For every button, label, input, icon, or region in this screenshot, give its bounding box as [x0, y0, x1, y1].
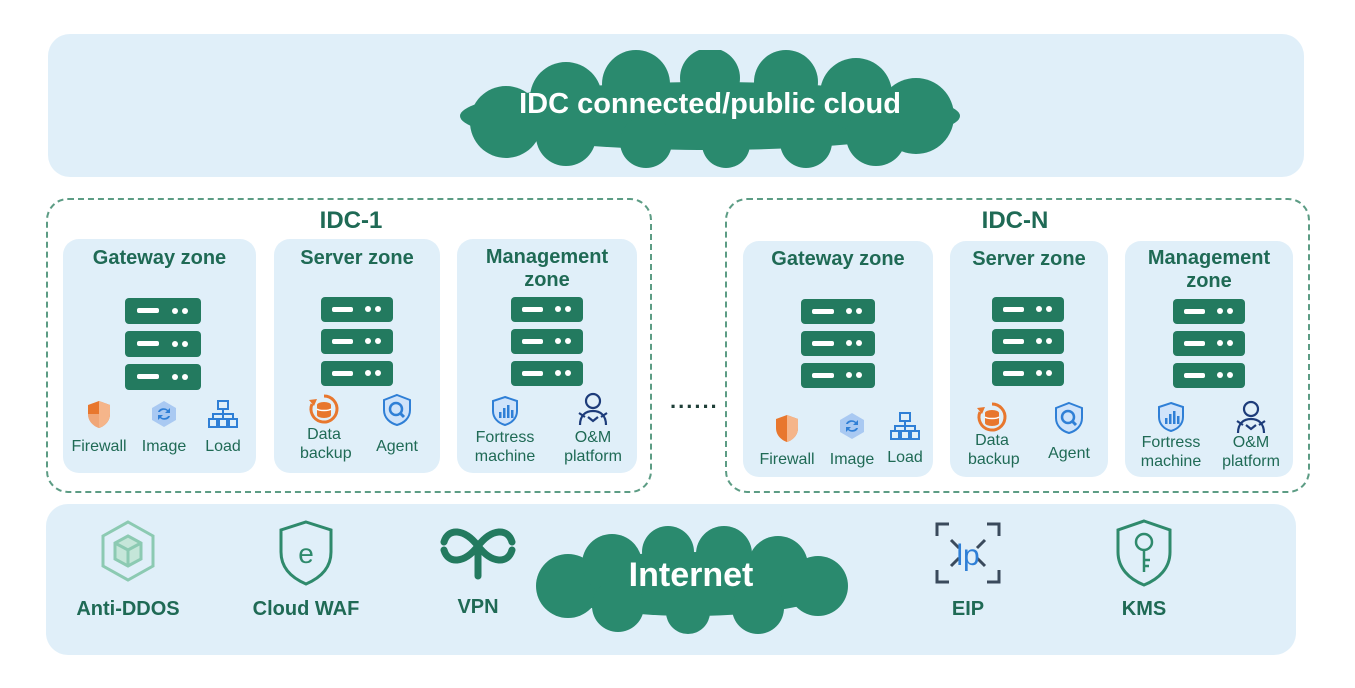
agent-icon: [1055, 401, 1083, 435]
server-stack-icon: [992, 297, 1064, 386]
load-balancer-icon: [890, 412, 920, 440]
agent-icon: [383, 393, 411, 427]
vpn-label: VPN: [457, 596, 499, 618]
load-balancer-icon: [208, 400, 238, 428]
cloud-waf-label: Cloud WAF: [252, 598, 360, 620]
firewall-label: Firewall: [759, 451, 815, 468]
idc-n-container: [725, 198, 1310, 493]
data-backup-icon: [977, 402, 1007, 432]
public-cloud: IDC connected/public cloud: [446, 50, 974, 168]
firewall-item: Firewall: [63, 399, 135, 459]
data-backup-item: Data backup: [288, 393, 360, 465]
internet-label: Internet: [628, 556, 754, 594]
idc-n-title: IDC-N: [981, 207, 1049, 234]
public-cloud-label: IDC connected/public cloud: [519, 88, 901, 120]
management-zone: Management zone Fortress machine O&M pla…: [1125, 241, 1293, 477]
gateway-zone-title: Gateway zone: [92, 247, 227, 269]
om-platform-item: O&M platform: [1211, 399, 1291, 475]
om-platform-label: O&M platform: [564, 429, 622, 465]
firewall-item: Firewall: [751, 413, 823, 473]
fortress-machine-item: Fortress machine: [465, 395, 545, 467]
gateway-zone-title: Gateway zone: [771, 248, 905, 270]
svg-text:lp: lp: [956, 539, 979, 572]
om-platform-item: O&M platform: [553, 391, 633, 467]
agent-item: Agent: [366, 393, 428, 465]
eip-label: EIP: [951, 598, 985, 620]
cloud-icon: [536, 526, 848, 634]
anti-ddos-icon: [101, 520, 155, 582]
image-label: Image: [829, 451, 875, 468]
image-icon: [152, 401, 176, 427]
kms-service: KMS: [1086, 518, 1202, 628]
gateway-zone: Gateway zone Firewall Image Load: [63, 239, 256, 473]
eip-icon: lp: [935, 522, 1001, 584]
server-stack-icon: [1173, 299, 1245, 388]
agent-label: Agent: [1048, 445, 1090, 462]
fortress-machine-label: Fortress machine: [474, 429, 536, 465]
fortress-machine-item: Fortress machine: [1131, 401, 1211, 473]
image-item: Image: [821, 411, 883, 473]
data-backup-item: Data backup: [956, 401, 1028, 473]
cloud-icon: [460, 50, 960, 168]
eip-service: lp EIP: [910, 518, 1026, 628]
agent-label: Agent: [376, 438, 418, 455]
cloud-waf-icon: e: [279, 520, 333, 586]
image-icon: [840, 413, 864, 439]
load-item: Load: [879, 411, 931, 473]
firewall-icon: [776, 415, 798, 442]
om-platform-icon: [578, 392, 608, 426]
image-item: Image: [133, 399, 195, 459]
server-stack-icon: [321, 297, 393, 386]
server-zone-title: Server zone: [972, 248, 1086, 270]
server-stack-icon: [801, 299, 875, 388]
load-label: Load: [887, 449, 923, 466]
vpn-service: VPN: [420, 518, 536, 628]
gateway-zone: Gateway zone Firewall Image Load: [743, 241, 933, 477]
data-backup-icon: [309, 394, 339, 424]
anti-ddos-service: Anti-DDOS: [70, 518, 186, 628]
idc-1-title: IDC-1: [319, 207, 383, 234]
firewall-label: Firewall: [71, 438, 127, 455]
svg-text:e: e: [298, 538, 314, 569]
kms-label: KMS: [1121, 598, 1167, 620]
management-zone-title: Management zone: [1147, 247, 1271, 292]
server-zone: Server zone Data backup Agent: [274, 239, 440, 473]
vpn-icon: [440, 528, 516, 580]
anti-ddos-label: Anti-DDOS: [76, 598, 180, 620]
cloud-waf-service: e Cloud WAF: [248, 518, 364, 628]
internet-cloud: Internet: [528, 526, 854, 636]
fortress-machine-label: Fortress machine: [1140, 434, 1202, 470]
server-zone: Server zone Data backup Agent: [950, 241, 1108, 477]
load-label: Load: [205, 438, 241, 455]
data-backup-label: Data backup: [968, 432, 1020, 468]
om-platform-label: O&M platform: [1222, 434, 1280, 470]
fortress-machine-icon: [492, 395, 518, 427]
agent-item: Agent: [1038, 401, 1100, 473]
management-zone: Management zone Fortress machine O&M pla…: [457, 239, 637, 473]
server-stack-icon: [125, 298, 201, 390]
management-zone-title: Management zone: [485, 246, 609, 291]
server-stack-icon: [511, 297, 583, 386]
kms-icon: [1116, 519, 1172, 587]
image-label: Image: [141, 438, 187, 455]
idc-1-container: [46, 198, 652, 493]
fortress-machine-icon: [1158, 401, 1184, 433]
load-item: Load: [197, 399, 249, 459]
firewall-icon: [88, 401, 110, 428]
om-platform-icon: [1236, 400, 1266, 434]
more-idcs-ellipsis: ......: [670, 388, 719, 413]
server-zone-title: Server zone: [300, 247, 414, 269]
data-backup-label: Data backup: [300, 426, 352, 462]
